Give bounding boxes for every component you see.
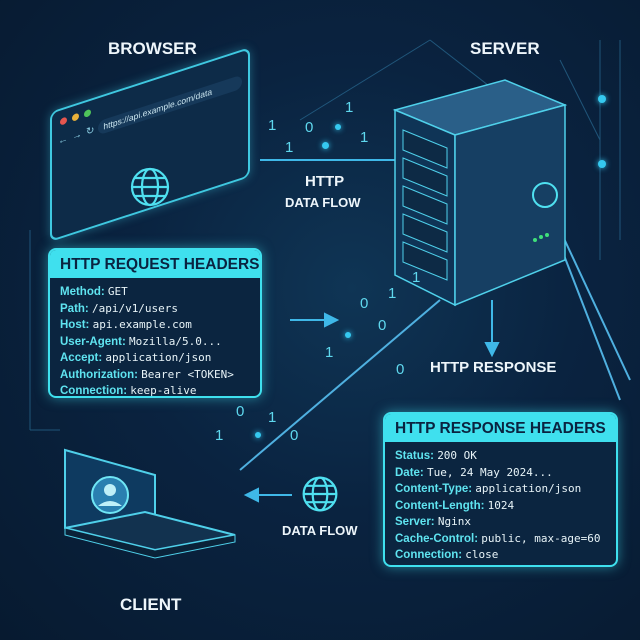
header-value: Tue, 24 May 2024...	[426, 465, 553, 479]
header-key: Authorization:	[60, 368, 138, 381]
server-label: SERVER	[470, 39, 540, 58]
header-row: Content-Length: 1024	[385, 498, 616, 515]
header-key: Content-Type:	[395, 483, 473, 495]
header-row: Path: /api/v1/users	[50, 301, 260, 318]
bit: 0	[236, 403, 245, 420]
header-key: Date:	[395, 466, 424, 479]
header-row: Accept: application/json	[50, 350, 260, 367]
header-key: Host:	[60, 319, 90, 331]
data-dot	[335, 124, 341, 130]
close-dot[interactable]	[60, 116, 67, 126]
header-key: Cache-Control:	[395, 532, 479, 545]
browser-label: BROWSER	[108, 39, 197, 58]
header-row: Date: Tue, 24 May 2024...	[385, 465, 616, 482]
bit: 0	[378, 317, 387, 334]
data-flow-top-label: DATA FLOW	[285, 195, 361, 210]
bit: 0	[305, 119, 314, 136]
header-value: 1024	[487, 498, 515, 512]
server-icon	[392, 79, 568, 307]
forward-icon[interactable]: →	[72, 128, 82, 143]
back-icon[interactable]: ←	[58, 132, 68, 147]
header-key: Path:	[60, 302, 89, 315]
data-flow-bottom-label: DATA FLOW	[282, 523, 358, 538]
header-value: api.example.com	[92, 318, 192, 331]
header-value: /api/v1/users	[91, 301, 179, 315]
bit: 0	[290, 427, 299, 444]
bit: 0	[360, 295, 369, 312]
header-key: Connection:	[60, 385, 128, 397]
header-value: close	[465, 548, 499, 561]
header-value: keep-alive	[130, 384, 197, 397]
request-headers-title: HTTP REQUEST HEADERS	[50, 250, 260, 278]
header-value: 200 OK	[437, 449, 477, 462]
header-row: Server: Nginx	[385, 514, 616, 531]
header-row: Connection: close	[385, 547, 616, 564]
header-value: Nginx	[437, 515, 471, 528]
response-headers-title: HTTP RESPONSE HEADERS	[385, 414, 616, 442]
header-row: Status: 200 OK	[385, 448, 616, 465]
bit: 1	[360, 129, 369, 146]
bit: 0	[396, 361, 405, 378]
header-key: Content-Length:	[395, 499, 485, 512]
header-value: GET	[107, 285, 128, 298]
header-row: Host: api.example.com	[50, 317, 260, 334]
data-dot	[255, 432, 261, 438]
header-row: Cache-Control: public, max-age=60	[385, 531, 616, 548]
data-dot	[345, 332, 351, 338]
header-key: Method:	[60, 286, 105, 298]
maximize-dot[interactable]	[84, 108, 91, 118]
bit: 1	[345, 99, 354, 116]
bit: 1	[268, 409, 277, 426]
header-value: Bearer <TOKEN>	[141, 367, 234, 381]
http-label: HTTP	[305, 173, 345, 190]
header-row: Content-Type: application/json	[385, 481, 616, 498]
header-row: User-Agent: Mozilla/5.0...	[50, 334, 260, 351]
data-dot	[322, 142, 329, 149]
bit: 1	[325, 344, 334, 361]
globe-icon	[130, 167, 170, 207]
bit: 1	[388, 285, 397, 302]
http-response-label: HTTP RESPONSE	[430, 359, 557, 376]
header-row: Method: GET	[50, 284, 260, 301]
bit: 1	[215, 427, 224, 444]
header-key: Server:	[395, 516, 435, 528]
data-dot	[598, 160, 606, 168]
bit: 1	[268, 117, 277, 134]
header-key: Connection:	[395, 549, 463, 561]
globe-icon	[302, 476, 338, 512]
header-value: application/json	[475, 482, 582, 495]
header-key: Accept:	[60, 352, 103, 364]
data-dot	[598, 95, 606, 103]
header-value: public, max-age=60	[481, 531, 601, 545]
bit: 1	[412, 269, 421, 286]
header-row: Connection: keep-alive	[50, 383, 260, 397]
header-row: Authorization: Bearer <TOKEN>	[50, 367, 260, 384]
header-value: Mozilla/5.0...	[129, 334, 222, 348]
header-key: Status:	[395, 450, 434, 462]
minimize-dot[interactable]	[72, 112, 79, 122]
client-label: CLIENT	[120, 595, 182, 614]
header-key: User-Agent:	[60, 335, 126, 348]
bit: 1	[285, 139, 294, 156]
header-value: application/json	[105, 351, 212, 364]
laptop-icon	[64, 448, 236, 559]
reload-icon[interactable]: ↻	[86, 124, 95, 138]
